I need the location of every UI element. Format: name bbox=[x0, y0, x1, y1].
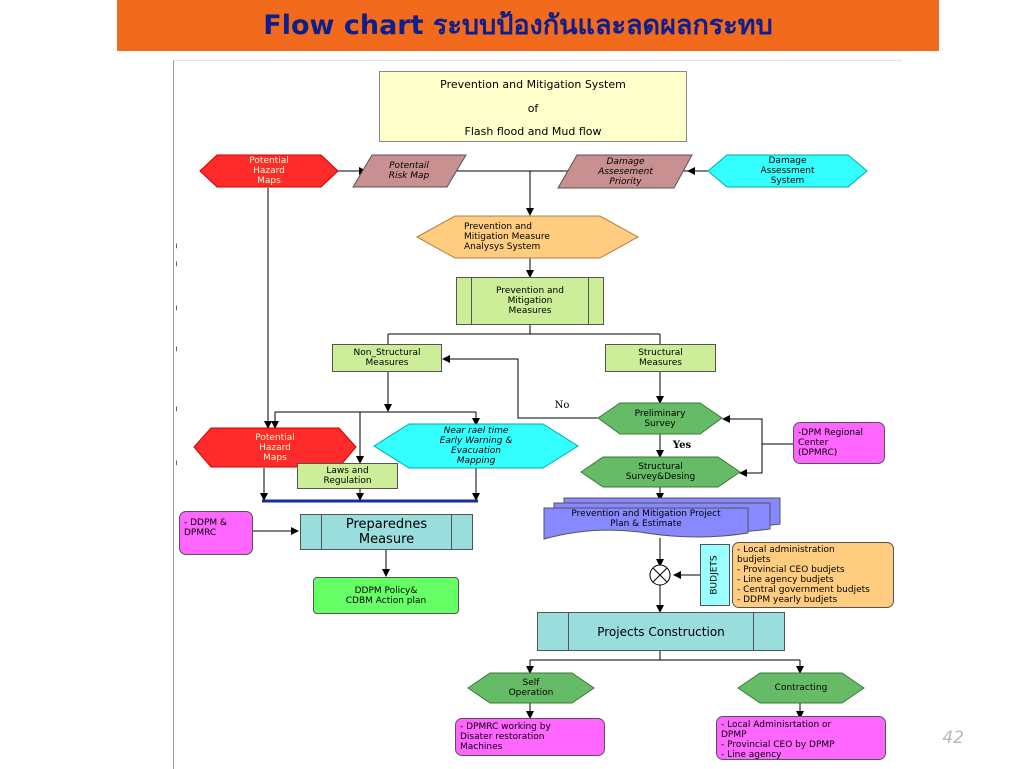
node-budjets-list: - Local administration budjets - Provinc… bbox=[732, 542, 894, 608]
node-budjets-label-text: BUDJETS bbox=[710, 555, 720, 595]
node-ddpm-dpmrc: - DDPM & DPMRC bbox=[179, 511, 253, 555]
node-dpmrc-working: - DPMRC working by Disater restoration M… bbox=[455, 718, 605, 756]
page-number: 42 bbox=[942, 728, 964, 748]
slide-title: Flow chart ระบบป้องกันและลดผลกระทบ bbox=[263, 10, 773, 41]
node-policy: DDPM Policy& CDBM Action plan bbox=[313, 577, 459, 614]
damage-priority-shape bbox=[557, 154, 693, 189]
edge-no-loop bbox=[442, 355, 598, 419]
hazard-maps-top-shape bbox=[199, 154, 339, 188]
node-projects-construction-label: Projects Construction bbox=[597, 624, 725, 639]
preliminary-shape bbox=[597, 402, 723, 435]
node-measures: Prevention and Mitigation Measures bbox=[456, 277, 604, 325]
edge-regional bbox=[723, 418, 793, 473]
node-dpm-regional: -DPM Regional Center (DPMRC) bbox=[793, 422, 885, 464]
hazard-maps-mid-shape bbox=[193, 427, 357, 468]
node-preparedness-label: Preparednes Measure bbox=[345, 517, 428, 547]
node-damage-system: Damage Assessment System bbox=[760, 156, 815, 186]
system-title-line3: Flash flood and Mud flow bbox=[464, 125, 602, 138]
node-measures-label: Prevention and Mitigation Measures bbox=[496, 286, 564, 316]
node-early-warning: Near rael time Early Warning & Evacuatio… bbox=[439, 426, 513, 466]
node-analysis-system: Prevention and Mitigation Measure Analys… bbox=[464, 222, 550, 252]
early-warning-shape bbox=[373, 423, 579, 469]
node-structural: Structural Measures bbox=[605, 344, 716, 372]
node-hazard-maps-top: Potential Hazard Maps bbox=[249, 156, 289, 186]
risk-map-shape bbox=[352, 154, 467, 188]
node-laws: Laws and Regulation bbox=[297, 463, 398, 489]
edge-label-no: No bbox=[554, 400, 570, 411]
node-preparedness: Preparednes Measure bbox=[300, 514, 473, 550]
system-title-line1: Prevention and Mitigation System bbox=[440, 78, 626, 91]
edge-measures-split bbox=[387, 325, 661, 344]
self-operation-shape bbox=[467, 672, 595, 704]
node-non-structural: Non_Structural Measures bbox=[332, 344, 442, 372]
merge-circle bbox=[649, 564, 671, 586]
node-self-operation: Self Operation bbox=[508, 678, 554, 698]
node-preliminary: Preliminary Survey bbox=[634, 408, 686, 429]
contracting-shape bbox=[737, 672, 865, 704]
analysis-system-shape bbox=[415, 215, 640, 259]
system-title-box: Prevention and Mitigation System of Flas… bbox=[379, 71, 687, 142]
node-budjets-label-box bbox=[700, 544, 730, 606]
node-project-plan: Prevention and Mitigation Project Plan &… bbox=[571, 509, 721, 529]
node-projects-construction: Projects Construction bbox=[537, 612, 785, 651]
node-hazard-maps-mid: Potential Hazard Maps bbox=[255, 432, 295, 463]
node-risk-map: Potentail Risk Map bbox=[388, 161, 430, 181]
edge-label-yes: Yes bbox=[672, 440, 692, 451]
damage-system-shape bbox=[707, 154, 868, 188]
node-structural-survey: Structural Survey&Desing bbox=[625, 462, 696, 482]
node-contracting: Contracting bbox=[774, 683, 828, 693]
node-budjets-label: BUDJETS bbox=[700, 544, 730, 606]
structural-survey-shape bbox=[580, 456, 741, 488]
slide-title-bar: Flow chart ระบบป้องกันและลดผลกระทบ bbox=[117, 0, 939, 51]
system-title-line2: of bbox=[527, 102, 539, 115]
node-damage-priority: Damage Assesement Priority bbox=[598, 156, 653, 187]
edge-construction-split bbox=[530, 651, 800, 661]
node-local-admin: - Local Adminisrtation or DPMP - Provinc… bbox=[716, 716, 886, 760]
project-plan-stack bbox=[543, 497, 781, 540]
